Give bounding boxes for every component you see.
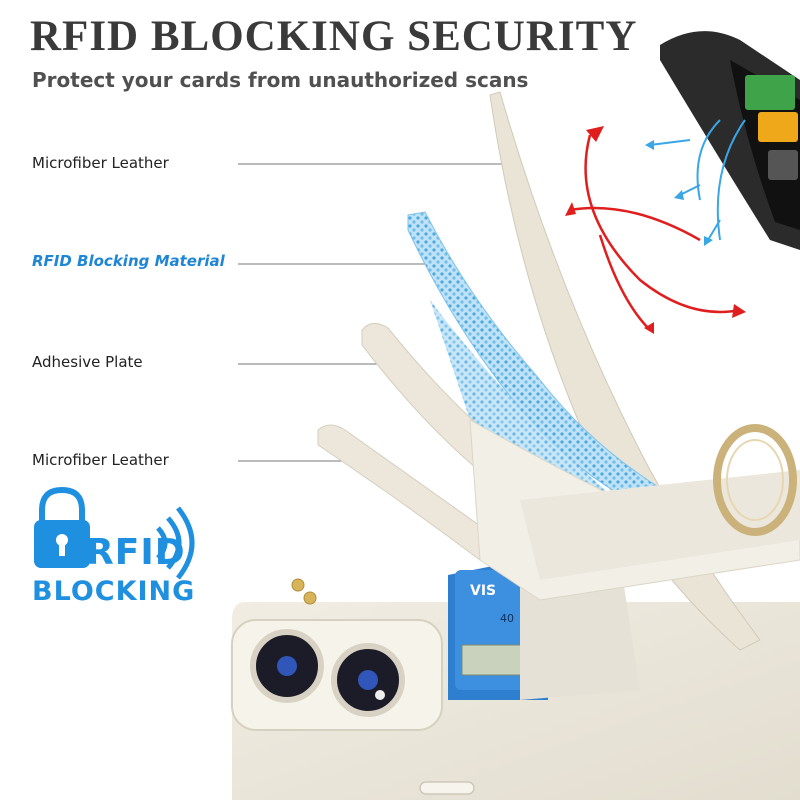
signal-arrows	[565, 119, 746, 334]
layer-microfiber-leather-bottom	[317, 424, 501, 561]
badge-rfid-text: RFID	[86, 532, 186, 573]
layer-label-adhesive-plate: Adhesive Plate	[32, 353, 143, 371]
page-title: RFID BLOCKING SECURITY	[30, 13, 638, 60]
layer-label-rfid-blocking-material: RFID Blocking Material	[32, 252, 225, 270]
phone-case	[231, 578, 800, 800]
page-subtitle: Protect your cards from unauthorized sca…	[32, 68, 529, 92]
layer-microfiber-leather-top	[489, 91, 761, 651]
layer-label-microfiber-leather-bottom: Microfiber Leather	[32, 451, 169, 469]
card-number: 40	[500, 612, 514, 625]
badge-blocking-text: BLOCKING	[32, 576, 196, 607]
padlock-icon	[34, 486, 90, 568]
cash-note	[461, 644, 523, 676]
exploded-layers	[317, 91, 800, 651]
card-reader	[660, 31, 800, 250]
wireless-signal-icon	[156, 506, 195, 580]
card-brand: VIS	[470, 583, 496, 599]
layer-label-microfiber-leather-top: Microfiber Leather	[32, 154, 169, 172]
ring-holder	[713, 424, 797, 536]
leader-lines	[238, 163, 505, 462]
